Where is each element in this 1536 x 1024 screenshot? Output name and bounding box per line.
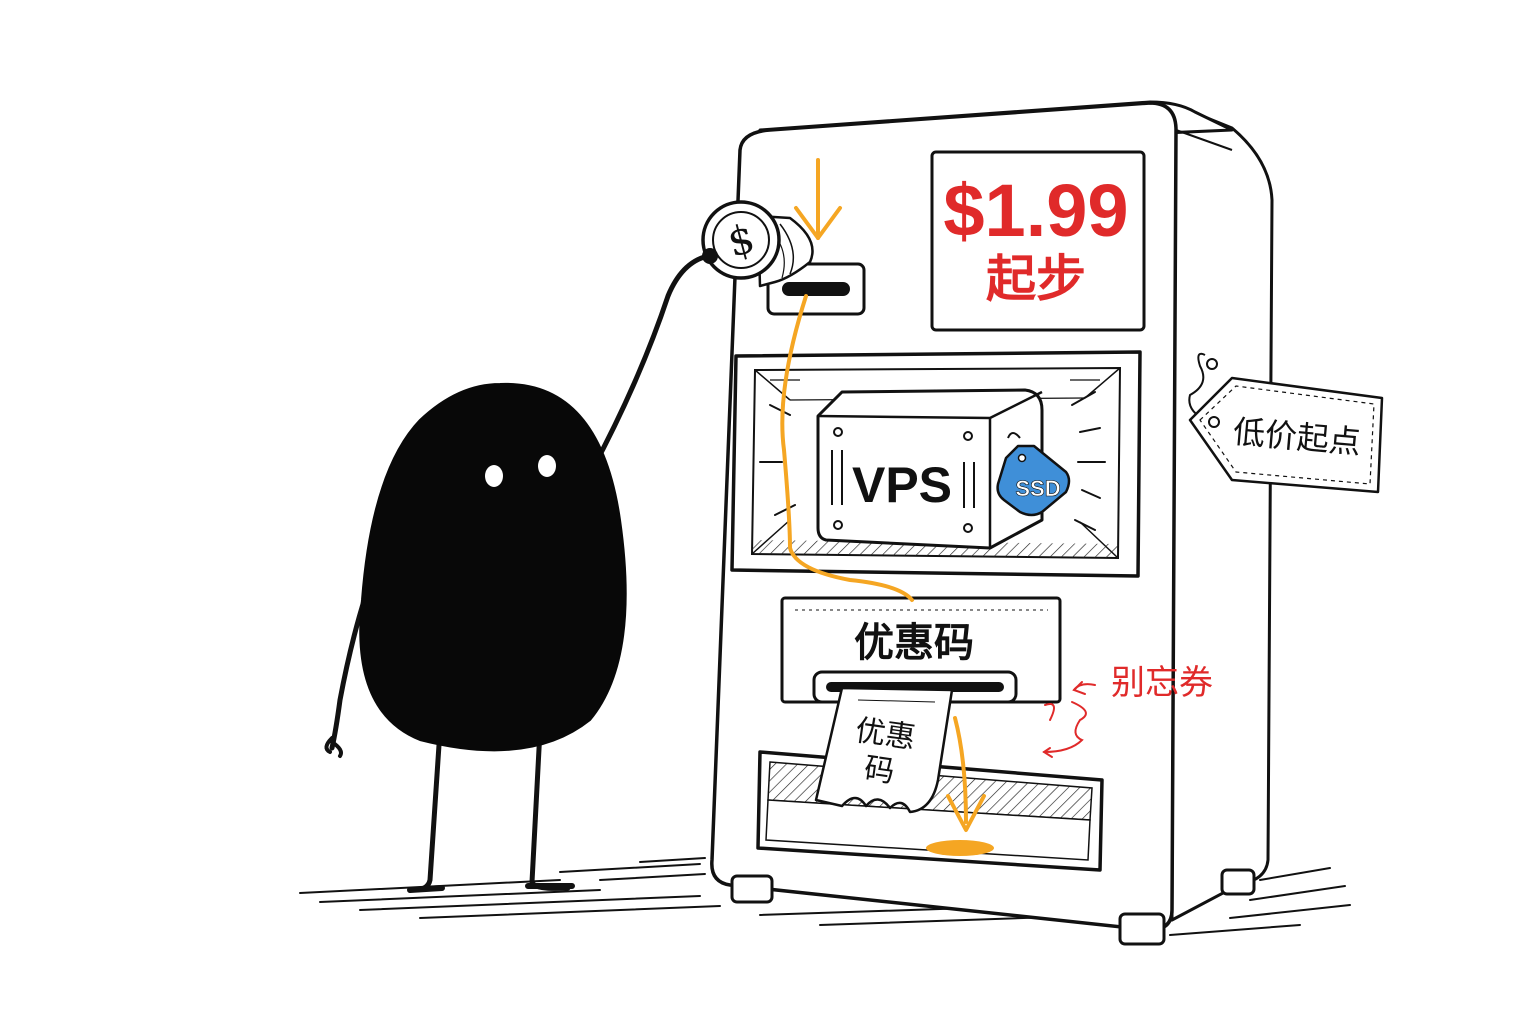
price-suffix-text: 起步 <box>986 250 1086 308</box>
ssd-label: SSD <box>1015 476 1060 501</box>
ticket-line-2: 码 <box>862 751 897 790</box>
coupon-ticket <box>814 686 954 814</box>
flow-puddle <box>926 840 994 856</box>
character-eye-right <box>538 455 556 477</box>
flow-arrow <box>780 158 986 832</box>
vps-label: VPS <box>852 457 952 513</box>
character-leg-left <box>411 727 443 893</box>
vending-machine <box>710 100 1384 946</box>
character-eye-left <box>485 465 503 487</box>
price-display <box>930 150 1146 332</box>
note-label: 别忘券 <box>1111 663 1213 703</box>
coin-inner <box>712 211 770 269</box>
vps-box <box>816 388 1044 550</box>
ticket-line-1: 优惠 <box>853 713 917 756</box>
machine-side <box>1170 103 1274 922</box>
side-tag-shape <box>1188 376 1384 494</box>
note-arrow <box>1042 681 1096 758</box>
foot-right <box>1118 912 1166 946</box>
blob-character <box>324 248 718 893</box>
foot-back <box>1220 868 1256 896</box>
price-text: $1.99 <box>943 169 1128 252</box>
ssd-tag-shape <box>996 444 1071 517</box>
foot-left <box>730 874 774 904</box>
character-body <box>359 382 627 752</box>
side-tag <box>1188 352 1384 494</box>
coin <box>701 200 814 288</box>
ssd-tag <box>996 432 1071 517</box>
coupon-label: 优惠码 <box>854 620 974 666</box>
character-hand <box>702 248 718 264</box>
character-leg-right <box>529 727 571 891</box>
character-arm-raised <box>589 253 711 473</box>
